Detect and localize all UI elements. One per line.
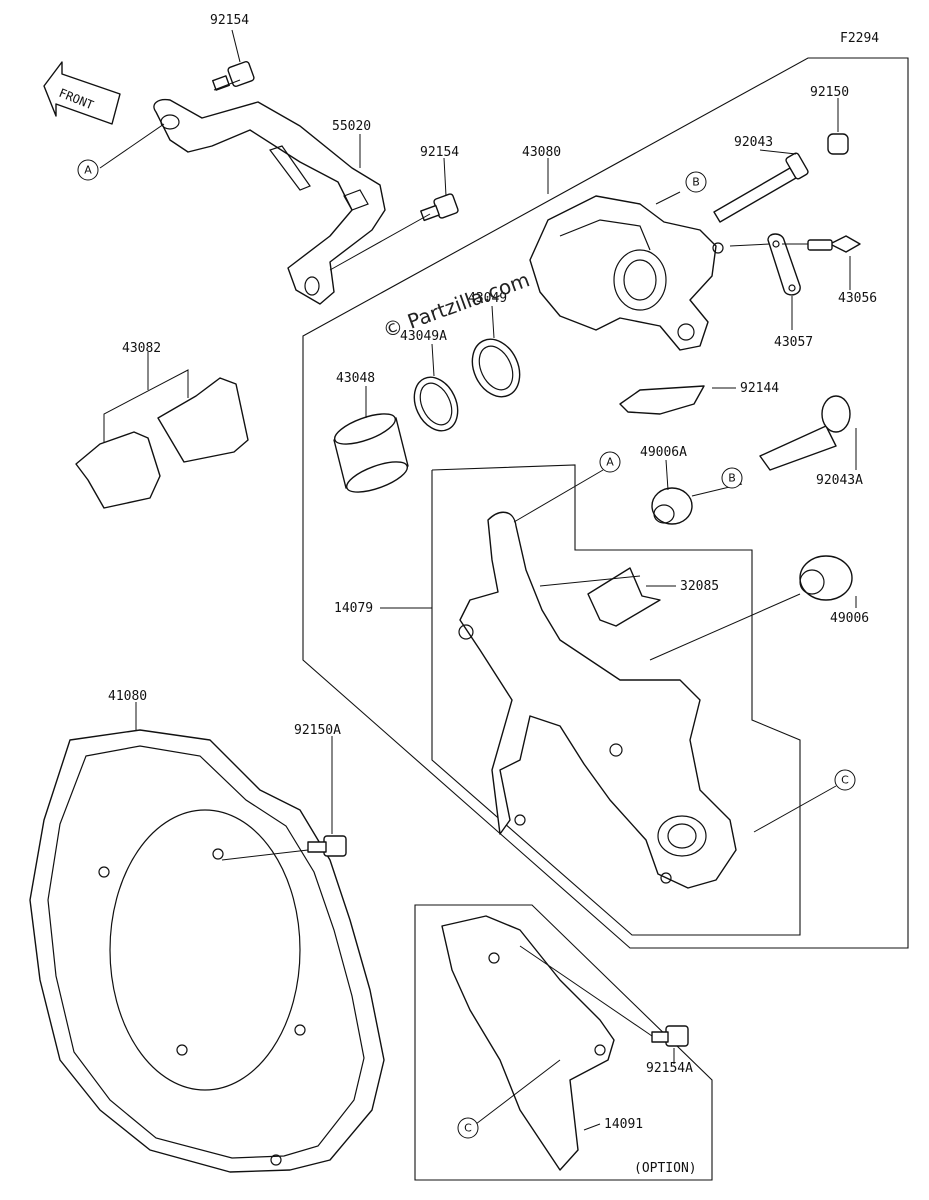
bolt-92150A-part (307, 835, 347, 857)
option-note: (OPTION) (634, 1161, 697, 1176)
label-41080: 41080 (108, 689, 147, 704)
bolt-92154A-part (651, 1025, 689, 1047)
label-55020: 55020 (332, 119, 371, 134)
bracket-group-frame (431, 464, 801, 936)
label-32085: 32085 (680, 579, 719, 594)
brake-disc-41080-part (29, 729, 385, 1173)
boot-49006-part (799, 555, 853, 601)
bleeder-43056-part (807, 235, 861, 253)
label-49006A: 49006A (640, 445, 687, 460)
label-49006: 49006 (830, 611, 869, 626)
clip-32085-part (587, 567, 661, 627)
label-92043: 92043 (734, 135, 773, 150)
label-92043A: 92043A (816, 473, 863, 488)
callout-c-right: C (834, 769, 856, 791)
label-43080: 43080 (522, 145, 561, 160)
watermark: © Partzilla.com (380, 267, 533, 342)
callout-b-top-label: B (692, 176, 700, 189)
callout-a-left: A (77, 159, 99, 181)
label-92154-top: 92154 (210, 13, 249, 28)
callout-b-top: B (685, 171, 707, 193)
label-14091: 14091 (604, 1117, 643, 1132)
label-43056: 43056 (838, 291, 877, 306)
label-14079: 14079 (334, 601, 373, 616)
label-92154A: 92154A (646, 1061, 693, 1076)
disc-guard-14091-part (441, 915, 615, 1171)
label-92154-mid: 92154 (420, 145, 459, 160)
callout-c-bottom: C (457, 1117, 479, 1139)
pin-92043-part (713, 152, 809, 223)
leader-lines (99, 29, 857, 1131)
lever-43057-part (767, 233, 801, 296)
label-43049: 43049 (468, 291, 507, 306)
label-43048: 43048 (336, 371, 375, 386)
caliper-bracket-14079-part (458, 511, 737, 889)
label-92144: 92144 (740, 381, 779, 396)
bolt-92154-top (212, 60, 255, 91)
label-43082: 43082 (122, 341, 161, 356)
callout-c-right-label: C (841, 774, 849, 787)
caliper-body-part (529, 195, 724, 351)
callout-a-right-label: A (606, 456, 614, 469)
figure-id: F2294 (840, 31, 879, 46)
callout-a-left-label: A (84, 164, 92, 177)
label-43057: 43057 (774, 335, 813, 350)
caliper-assembly-frame (302, 57, 909, 949)
boot-49006A-part (651, 487, 693, 525)
label-92150A: 92150A (294, 723, 341, 738)
option-frame (414, 904, 713, 1181)
callout-b-mid-label: B (728, 472, 736, 485)
hose-bracket-part (153, 98, 386, 305)
front-arrow-icon: FRONT (43, 61, 121, 125)
label-92150: 92150 (810, 85, 849, 100)
spring-92144-part (619, 385, 705, 415)
cap-92150-part (827, 133, 849, 155)
pin-92043A-part (759, 395, 851, 471)
callout-c-bottom-label: C (464, 1122, 472, 1135)
piston-43048-part (333, 413, 409, 493)
callout-b-mid: B (721, 467, 743, 489)
label-43049A: 43049A (400, 329, 447, 344)
callout-a-right: A (599, 451, 621, 473)
brake-pads-43082-part (75, 377, 249, 509)
seal-43049-part (471, 338, 521, 398)
seal-43049A-part (413, 376, 459, 432)
